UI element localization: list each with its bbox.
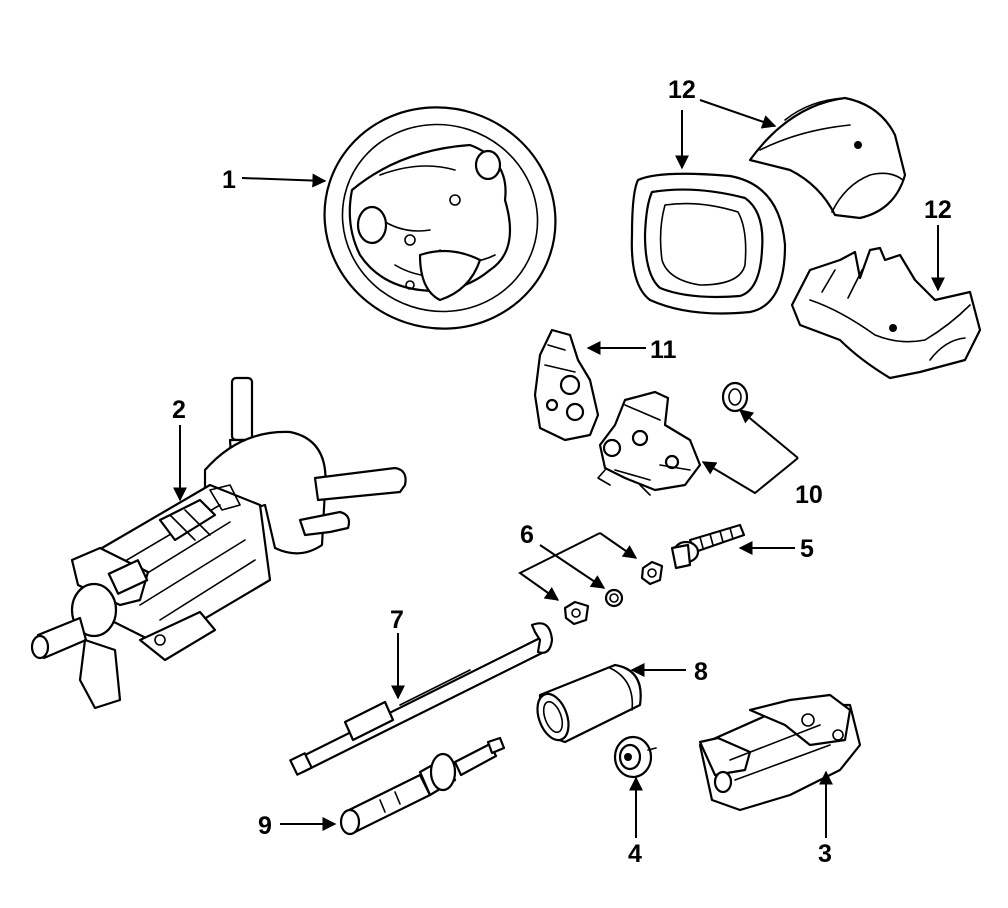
bushing-part [721, 381, 749, 413]
steering-shaft-part [289, 622, 554, 776]
callout-4: 4 [628, 840, 642, 868]
nut-part [563, 560, 664, 626]
steering-column-assembly-part [30, 376, 407, 710]
trim-bezel-part [630, 172, 787, 315]
callout-9: 9 [258, 812, 272, 840]
callout-10: 10 [795, 481, 823, 509]
upper-shroud-part [748, 96, 907, 220]
lock-cylinder-part [536, 663, 642, 744]
bearing-part [613, 735, 657, 779]
callout-12-right: 12 [924, 196, 952, 224]
switch-bracket-part [533, 328, 600, 442]
lower-shroud-part [790, 246, 982, 380]
callout-1: 1 [222, 166, 236, 194]
callout-11: 11 [650, 336, 677, 364]
callout-2: 2 [172, 396, 186, 424]
callout-12-upper: 12 [668, 76, 696, 104]
callout-3: 3 [818, 840, 832, 868]
callout-labels: 1 2 3 4 5 6 7 8 9 10 11 12 12 [172, 76, 952, 868]
lock-housing-part [597, 390, 702, 496]
leader-arrows [173, 99, 945, 838]
callout-6: 6 [520, 521, 534, 549]
callout-7: 7 [390, 606, 404, 634]
steering-wheel-part [323, 106, 557, 330]
bolt-part [670, 523, 746, 570]
lower-column-bracket-part [698, 693, 862, 812]
intermediate-shaft-part [339, 736, 506, 836]
callout-8: 8 [694, 658, 708, 686]
callout-5: 5 [800, 535, 814, 563]
